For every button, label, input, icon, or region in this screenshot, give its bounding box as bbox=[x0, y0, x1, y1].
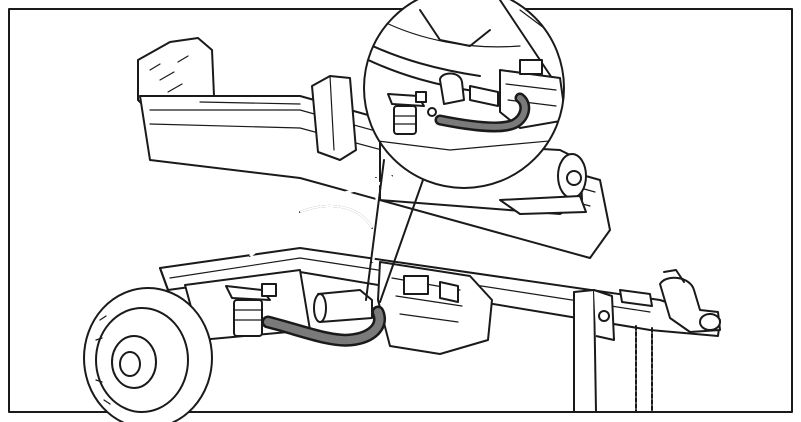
jack-stand bbox=[573, 289, 615, 413]
hitch-coupler-icon bbox=[619, 269, 721, 333]
magnifier-callout-icon bbox=[363, 0, 565, 189]
callout-pointer bbox=[365, 159, 431, 303]
highlighted-suction-hose bbox=[261, 305, 386, 347]
safety-chain-icon bbox=[635, 325, 653, 413]
splitter-beam bbox=[137, 37, 611, 259]
figure-border bbox=[8, 8, 793, 413]
engine-pump bbox=[313, 261, 493, 355]
wheel-icon bbox=[83, 287, 213, 422]
filter-assembly bbox=[225, 283, 277, 337]
